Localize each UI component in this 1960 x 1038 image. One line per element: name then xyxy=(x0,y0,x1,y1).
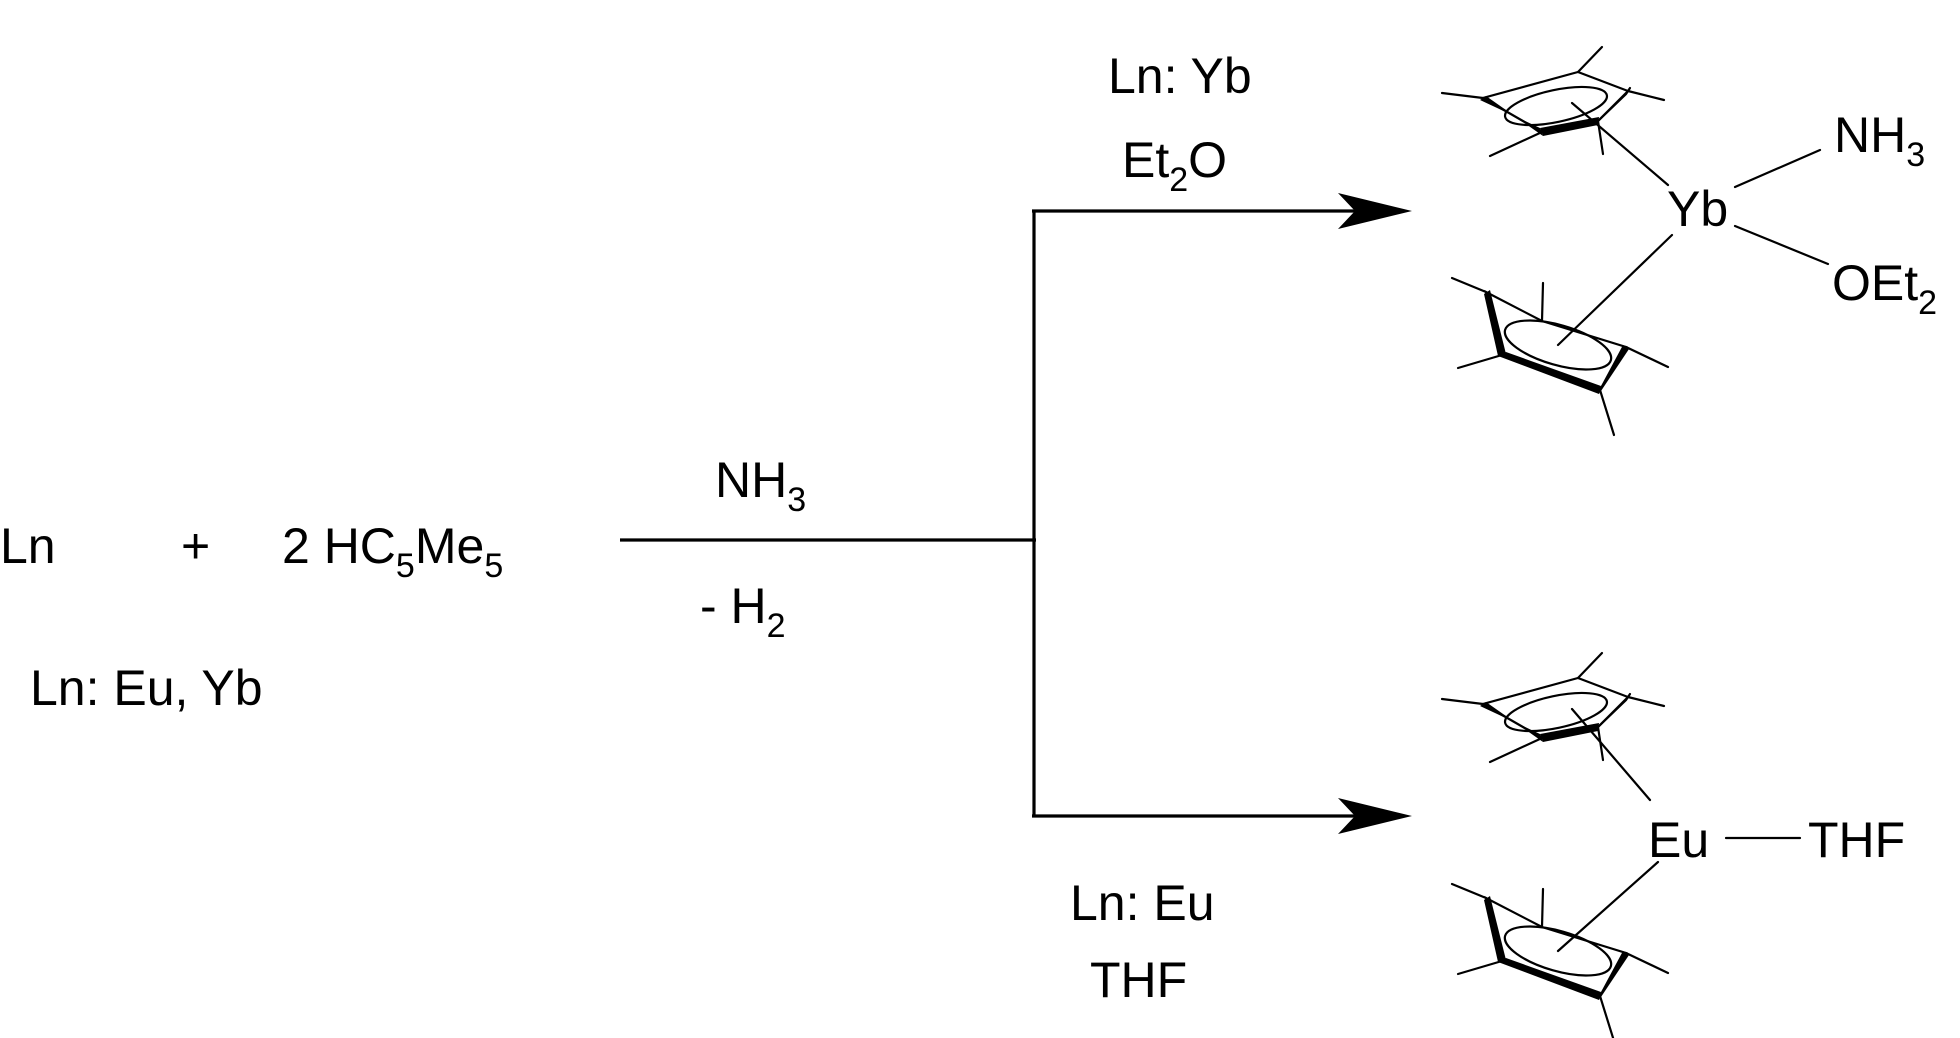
bottom-arrow-icon xyxy=(1338,798,1412,834)
metal-nh3-bond xyxy=(1733,148,1822,189)
cp-ring-icon xyxy=(1450,882,1670,1038)
plus-sign: + xyxy=(181,518,210,574)
nh3-ligand: NH3 xyxy=(1834,107,1925,174)
top-arrow-icon xyxy=(1338,193,1412,229)
cp-metal-bond xyxy=(1570,707,1652,802)
cp-ring-icon xyxy=(1450,276,1670,437)
top-condition-solvent: Et2O xyxy=(1122,132,1227,199)
yb-product: Yb NH3 OEt2 xyxy=(1440,45,1937,437)
top-condition-metal: Ln: Yb xyxy=(1108,48,1252,104)
metal-oet2-bond xyxy=(1733,224,1830,266)
yb-center: Yb xyxy=(1667,181,1728,237)
reactant-ligand: 2 HC5Me5 xyxy=(282,518,503,585)
bottom-condition-metal: Ln: Eu xyxy=(1070,875,1215,931)
reactant-metal: Ln xyxy=(0,518,56,574)
thf-ligand: THF xyxy=(1808,812,1905,868)
cp-ring-icon xyxy=(1440,45,1666,158)
reagent-label: NH3 xyxy=(715,452,806,519)
eu-center: Eu xyxy=(1648,812,1709,868)
metal-note: Ln: Eu, Yb xyxy=(30,660,263,716)
bottom-condition-solvent: THF xyxy=(1090,952,1187,1008)
cp-metal-bond xyxy=(1570,101,1670,187)
eu-product: Eu THF xyxy=(1440,651,1905,1038)
oet2-ligand: OEt2 xyxy=(1832,255,1937,322)
cp-metal-bond xyxy=(1556,860,1660,953)
cp-ring-icon xyxy=(1440,651,1666,764)
byproduct-label: - H2 xyxy=(700,578,786,645)
cp-metal-bond xyxy=(1556,233,1674,347)
